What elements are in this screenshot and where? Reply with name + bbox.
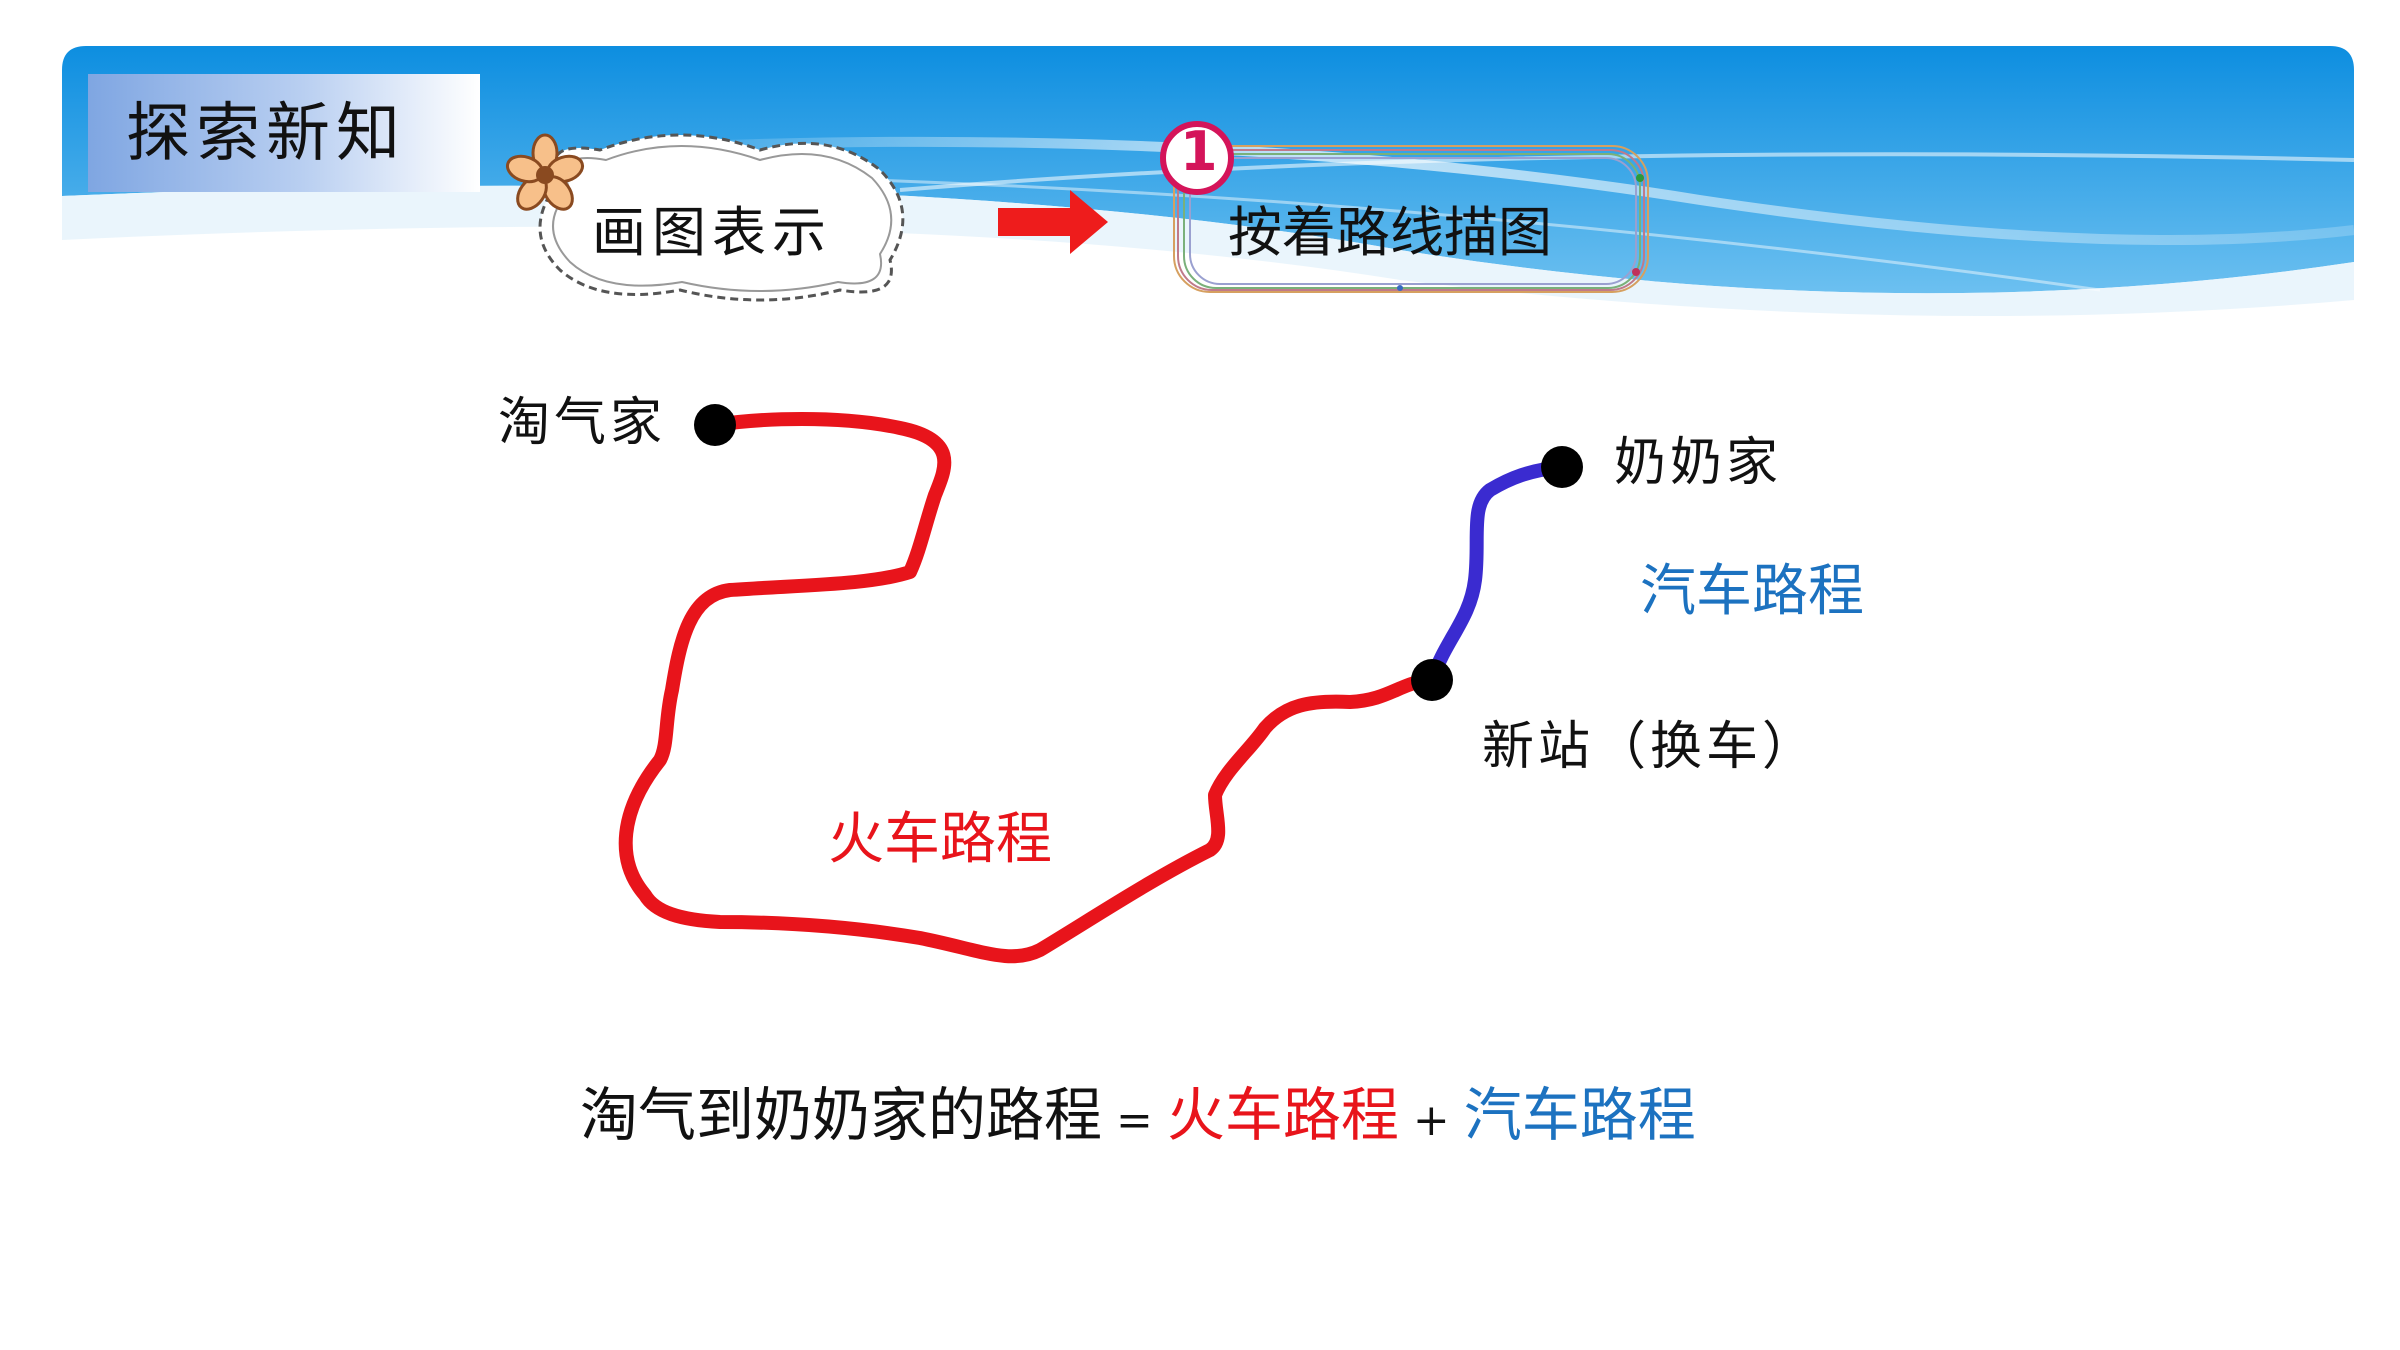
step-a-label: 画图表示 (592, 201, 832, 264)
formula-equals: = (1116, 1095, 1153, 1146)
step-a-cloud-frame (538, 133, 905, 302)
flower-icon (505, 133, 585, 211)
start-point (694, 404, 736, 446)
step-number-badge-text: 1 (1180, 120, 1218, 183)
end-point (1541, 446, 1583, 488)
step-b-frame (1173, 145, 1649, 293)
step-number-badge (1160, 121, 1234, 195)
route-formula: 淘气到奶奶家的路程 = 火车路程 + 汽车路程 (580, 1068, 1696, 1152)
section-title: 探索新知 (126, 97, 406, 171)
train-route-line (618, 412, 1439, 964)
bus-route-label: 汽车路程 (1640, 559, 1864, 624)
formula-term-train: 火车路程 (1166, 1081, 1399, 1149)
formula-plus: + (1412, 1095, 1450, 1146)
step-b-label: 按着路线描图 (1228, 201, 1552, 264)
train-route-label: 火车路程 (828, 807, 1052, 872)
section-tab (88, 74, 480, 192)
transfer-point (1411, 659, 1453, 701)
formula-lhs: 淘气到奶奶家的路程 (580, 1081, 1103, 1149)
formula-term-bus: 汽车路程 (1463, 1081, 1696, 1149)
transfer-label: 新站（换车） (1482, 717, 1819, 777)
next-step-arrow (998, 190, 1108, 254)
end-label: 奶奶家 (1614, 433, 1783, 493)
start-label: 淘气家 (498, 393, 667, 453)
bus-route-line (1425, 460, 1569, 687)
